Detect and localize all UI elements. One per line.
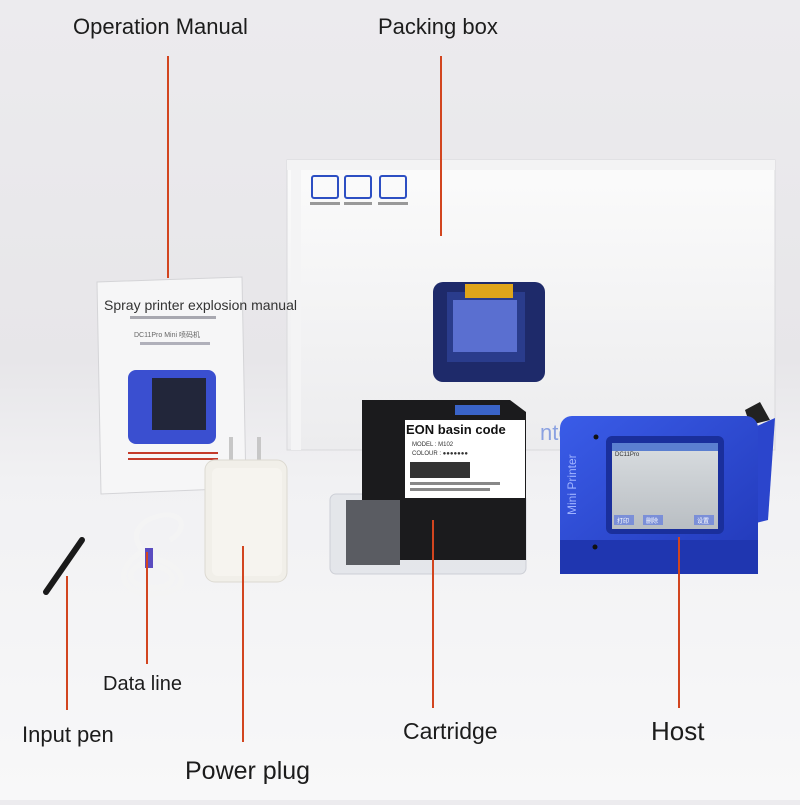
callout-input-pen: Input pen bbox=[22, 722, 114, 747]
callout-line-host bbox=[678, 537, 680, 708]
stylus-pen bbox=[43, 537, 85, 595]
callout-line-manual bbox=[167, 56, 169, 278]
packing-box: nte bbox=[286, 159, 776, 451]
usb-connector bbox=[145, 548, 153, 568]
manual-title-overlay: Spray printer explosion manual bbox=[104, 297, 297, 313]
callout-packing-box: Packing box bbox=[378, 14, 498, 39]
power-plug bbox=[204, 437, 288, 583]
box-icon-3 bbox=[379, 175, 407, 199]
callout-cartridge: Cartridge bbox=[403, 718, 498, 744]
cartridge-colour: COLOUR : ●●●●●●● bbox=[412, 451, 469, 457]
callout-operation-manual: Operation Manual bbox=[73, 14, 248, 39]
host-btn-left: 打印 bbox=[617, 519, 630, 525]
callout-power-plug: Power plug bbox=[185, 757, 311, 785]
usb-cable bbox=[121, 512, 184, 597]
callout-line-box bbox=[440, 56, 442, 236]
callout-data-line: Data line bbox=[103, 673, 182, 695]
manual-booklet bbox=[96, 276, 247, 495]
callout-line-data bbox=[146, 552, 148, 664]
host-screen bbox=[612, 443, 718, 529]
manual-subtitle: DC11Pro Mini 喷码机 bbox=[134, 332, 200, 339]
host-btn-mid: 删除 bbox=[646, 519, 659, 525]
cartridge-model: MODEL : M102 bbox=[412, 442, 454, 448]
callout-line-cartridge bbox=[432, 520, 434, 708]
callout-line-plug bbox=[242, 546, 244, 742]
host-brand: Mini Printer bbox=[565, 454, 579, 515]
box-icon-2 bbox=[344, 175, 372, 199]
host-btn-right: 设置 bbox=[697, 519, 710, 525]
cartridge-heading: EON basin code bbox=[406, 422, 506, 437]
host-screen-text: DC11Pro bbox=[615, 452, 640, 458]
callout-line-pen bbox=[66, 576, 68, 710]
callout-host: Host bbox=[651, 716, 705, 746]
box-icon-1 bbox=[311, 175, 339, 199]
host-printer bbox=[560, 402, 775, 574]
cartridge-unit bbox=[329, 400, 527, 575]
